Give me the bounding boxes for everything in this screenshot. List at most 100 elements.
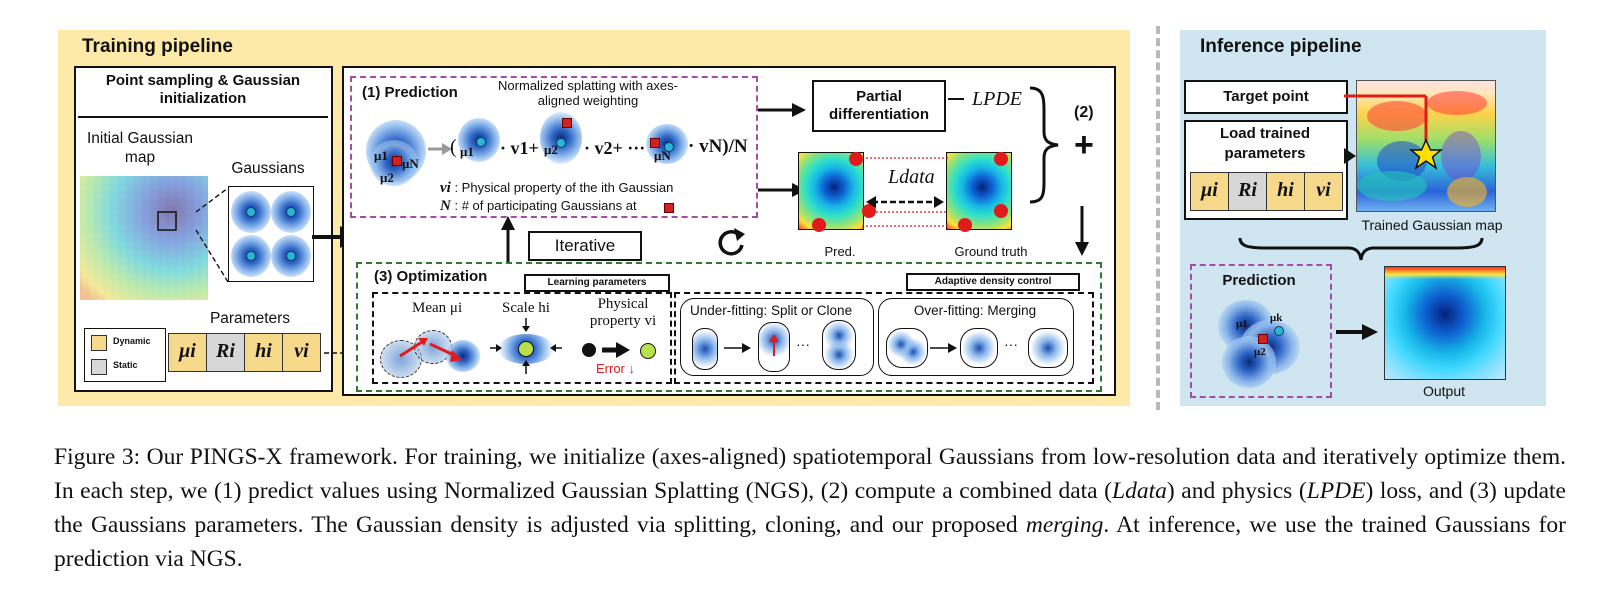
output-arrow bbox=[1336, 324, 1378, 340]
data-point-marker bbox=[994, 204, 1008, 218]
gaussians-label: Gaussians bbox=[231, 160, 305, 177]
trained-gaussian-blob bbox=[1367, 101, 1427, 131]
load-trained-label: Load trained parameters bbox=[1219, 125, 1310, 162]
inference-pipeline-title: Inference pipeline bbox=[1200, 36, 1362, 57]
l-pde-label: LPDE bbox=[972, 88, 1022, 110]
target-point-box: Target point bbox=[1184, 80, 1348, 114]
figure-caption: Figure 3: Our PINGS-X framework. For tra… bbox=[54, 440, 1566, 576]
data-point-marker bbox=[849, 152, 863, 166]
target-point-link bbox=[1344, 94, 1444, 170]
step2-label: (2) bbox=[1074, 104, 1094, 121]
loss-brace bbox=[1029, 86, 1059, 204]
legend-static-label: Static bbox=[113, 360, 138, 370]
data-point-marker bbox=[958, 218, 972, 232]
param-h: hi bbox=[244, 333, 283, 372]
trained-gaussian-blob bbox=[1441, 131, 1481, 181]
param-v: vi bbox=[282, 333, 321, 372]
overfit-label: Over-fitting: Merging bbox=[913, 303, 1037, 318]
inference-params-row: μi Ri hi vi bbox=[1190, 172, 1346, 212]
param-mu: μi bbox=[1190, 172, 1229, 211]
gaussian-blob bbox=[960, 328, 998, 368]
gaussian-blob bbox=[822, 320, 856, 370]
legend-box: Dynamic Static bbox=[84, 328, 166, 382]
parameters-label: Parameters bbox=[209, 310, 291, 327]
gaussian-blob bbox=[886, 328, 928, 368]
legend-swatch-dynamic bbox=[91, 335, 107, 351]
vi-symbol: vi bbox=[440, 180, 451, 196]
property-before-icon bbox=[582, 343, 596, 357]
caption-text-b: ) and physics ( bbox=[1166, 478, 1307, 504]
gaussian-blob bbox=[1222, 336, 1276, 388]
gaussian-blob bbox=[692, 328, 718, 370]
training-pipeline-title: Training pipeline bbox=[82, 36, 233, 57]
mean-label: Mean μi bbox=[412, 300, 463, 316]
n-symbol: N bbox=[440, 198, 451, 214]
caption-merging: merging bbox=[1025, 512, 1104, 538]
mu1-label: μ1 bbox=[460, 144, 474, 159]
vi-text: : Physical property of the ith Gaussian bbox=[454, 180, 674, 195]
param-v: vi bbox=[1304, 172, 1343, 211]
param-h: hi bbox=[1266, 172, 1305, 211]
target-marker-icon bbox=[650, 138, 660, 148]
caption-ldata: Ldata bbox=[1112, 478, 1167, 504]
term-vN: · vN)/N bbox=[688, 136, 748, 157]
trained-gaussian-blob bbox=[1447, 177, 1487, 207]
mu2-label: μ2 bbox=[544, 142, 558, 157]
gaussian-center bbox=[286, 251, 296, 261]
partial-differentiation-box: Partial differentiation bbox=[812, 80, 946, 132]
initial-map-label: Initial Gaussian map bbox=[87, 130, 193, 166]
n-text: : # of participating Gaussians at bbox=[454, 198, 637, 213]
mu2-label: μ2 bbox=[380, 170, 394, 185]
scale-label: Scale hi bbox=[502, 300, 550, 316]
zoom-lines bbox=[195, 187, 229, 283]
legend-swatch-static bbox=[91, 359, 107, 375]
trained-map-label: Trained Gaussian map bbox=[1361, 217, 1503, 233]
scale-arrows bbox=[490, 318, 562, 374]
up-arrow bbox=[501, 216, 515, 262]
pipeline-separator bbox=[1156, 26, 1160, 410]
formula-open-paren: ( bbox=[450, 136, 457, 158]
learning-params-label: Learning parameters bbox=[524, 274, 670, 292]
gaussian-center bbox=[246, 207, 256, 217]
target-marker-icon bbox=[562, 118, 572, 128]
ldata-links bbox=[862, 157, 948, 227]
mu1-label: μ1 bbox=[1236, 318, 1248, 330]
physical-property-label: Physical property vi bbox=[589, 296, 657, 329]
plus-sign: + bbox=[1074, 126, 1094, 164]
adaptive-density-box bbox=[674, 292, 1094, 384]
param-r: Ri bbox=[206, 333, 245, 372]
initial-gaussian-map bbox=[80, 176, 208, 300]
muk-label: μk bbox=[1270, 312, 1283, 324]
gaussian-blob bbox=[1028, 328, 1068, 368]
target-marker-icon bbox=[392, 156, 402, 166]
param-mu: μi bbox=[168, 333, 207, 372]
inference-prediction-box bbox=[1190, 264, 1332, 398]
trained-gaussian-blob bbox=[1357, 171, 1427, 201]
prediction-box bbox=[350, 76, 758, 218]
optimization-title: (3) Optimization bbox=[374, 268, 488, 285]
muN-label: μN bbox=[654, 148, 671, 163]
overfit-dots: ··· bbox=[1004, 336, 1018, 352]
term-v2: · v2+ ··· + bbox=[584, 138, 661, 158]
overfit-box bbox=[878, 298, 1074, 376]
ngs-caption: Normalized splatting with axes-aligned w… bbox=[498, 78, 678, 108]
target-marker-icon bbox=[664, 203, 674, 213]
gaussian-center bbox=[286, 207, 296, 217]
inference-prediction-label: Prediction bbox=[1222, 272, 1296, 289]
split-arrow bbox=[769, 334, 779, 356]
inference-brace bbox=[1238, 237, 1484, 261]
gaussian-center bbox=[1274, 326, 1284, 336]
term-v1: · v1+ bbox=[500, 138, 539, 158]
adaptive-density-label: Adaptive density control bbox=[906, 273, 1080, 291]
gaussian-center bbox=[664, 142, 674, 152]
pde-dash bbox=[948, 98, 964, 100]
prediction-title: (1) Prediction bbox=[362, 84, 458, 101]
overfit-arrow bbox=[930, 343, 957, 353]
caption-text-d: . At inference, we use the trained Gauss… bbox=[54, 512, 1566, 572]
mean-shift-arrows bbox=[399, 338, 462, 362]
underfit-dots: ··· bbox=[796, 336, 810, 352]
mu1-label: μ1 bbox=[374, 148, 388, 163]
underfit-box bbox=[680, 298, 874, 376]
gaussians-zoom-box bbox=[228, 186, 314, 282]
legend-dynamic-label: Dynamic bbox=[113, 336, 151, 346]
